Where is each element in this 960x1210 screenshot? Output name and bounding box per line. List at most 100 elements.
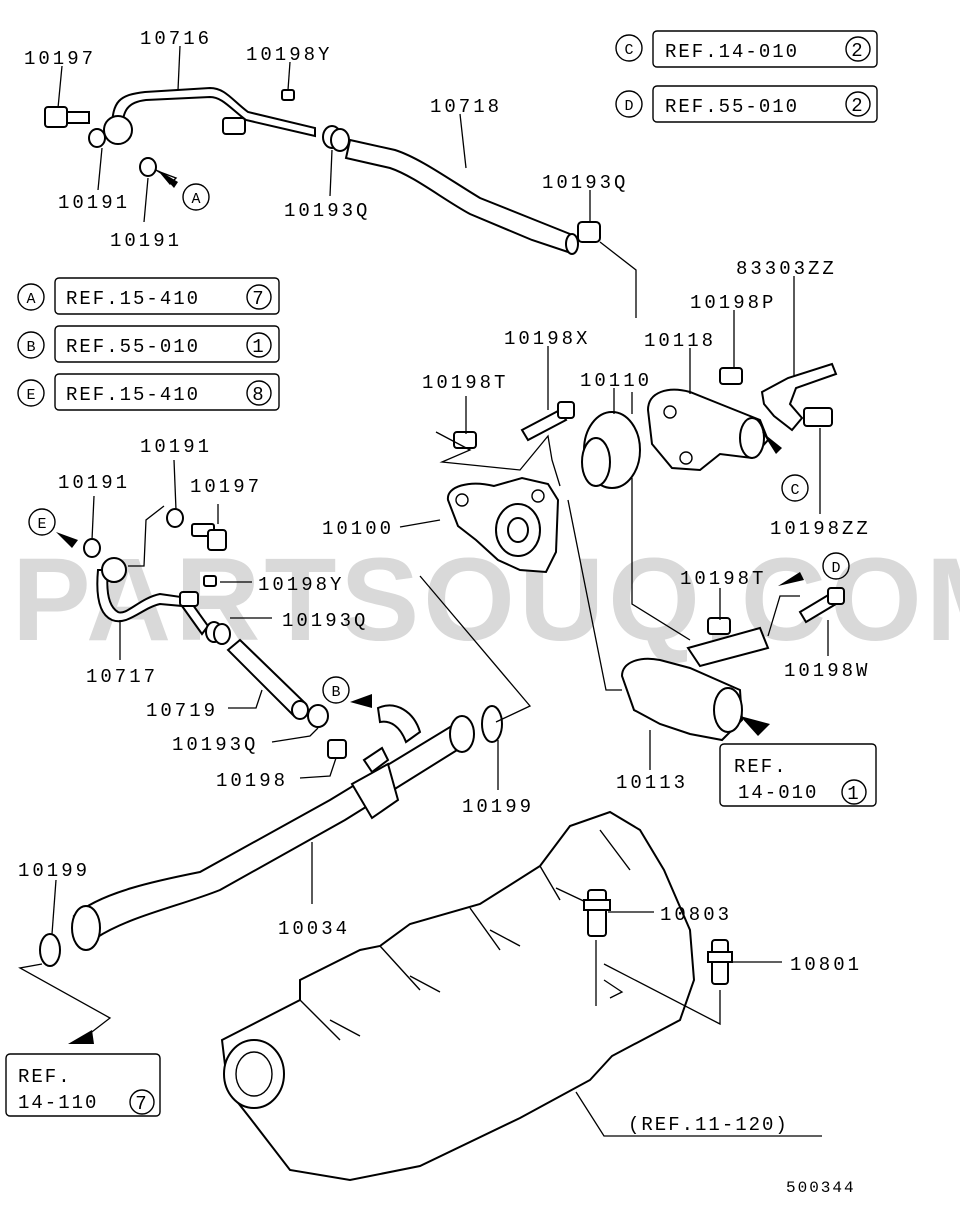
ref-c-text: REF.14-010	[665, 41, 799, 63]
clamp-10193Q-left[interactable]	[205, 621, 231, 645]
bolt-10198[interactable]	[327, 739, 347, 759]
ref-box-d[interactable]: D REF.55-010 2	[615, 85, 878, 123]
washer-10191-d[interactable]	[83, 538, 101, 558]
label-10199-mid[interactable]: 10199	[462, 796, 534, 818]
label-10110[interactable]: 10110	[580, 370, 652, 392]
bolt-10197-top[interactable]	[44, 106, 90, 128]
label-10198W[interactable]: 10198W	[784, 660, 870, 682]
label-10199-left[interactable]: 10199	[18, 860, 90, 882]
arrow-out-right	[740, 716, 770, 736]
hose-10719[interactable]	[226, 638, 309, 720]
label-10191-b[interactable]: 10191	[110, 230, 182, 252]
label-10193Q-low[interactable]: 10193Q	[172, 734, 258, 756]
ref-b-letter: B	[26, 339, 35, 356]
ring-10199-left[interactable]	[39, 933, 61, 967]
label-10191-d[interactable]: 10191	[58, 472, 130, 494]
ref-box-e[interactable]: E REF.15-410 8	[17, 373, 280, 411]
clamp-10193Q-low[interactable]	[307, 704, 329, 728]
bolt-10198P[interactable]	[719, 367, 743, 385]
thermostat-10110[interactable]	[581, 411, 641, 489]
label-10198P[interactable]: 10198P	[690, 292, 776, 314]
washer-10191-a[interactable]	[88, 128, 106, 148]
bolt-10198T-top[interactable]	[453, 431, 477, 449]
label-10198[interactable]: 10198	[216, 770, 288, 792]
bolt-10198ZZ[interactable]	[803, 407, 833, 427]
arrow-marker-b[interactable]: B	[322, 676, 372, 708]
label-10118[interactable]: 10118	[644, 330, 716, 352]
washer-10191-b[interactable]	[139, 157, 157, 177]
label-10198ZZ[interactable]: 10198ZZ	[770, 518, 871, 540]
label-10718[interactable]: 10718	[430, 96, 502, 118]
bolt-10198W[interactable]	[798, 587, 845, 624]
ring-10199-mid[interactable]	[481, 705, 503, 743]
hose-10718[interactable]	[344, 138, 579, 255]
label-83303ZZ[interactable]: 83303ZZ	[736, 258, 837, 280]
ref-c-letter: C	[624, 42, 633, 59]
ref-box-out-left[interactable]: REF. 14-110 7	[5, 1053, 161, 1117]
label-10198Y-mid[interactable]: 10198Y	[258, 574, 344, 596]
label-10197-mid[interactable]: 10197	[190, 476, 262, 498]
ref-out2-line1: REF.	[18, 1066, 72, 1088]
pipe-10034[interactable]	[71, 704, 475, 951]
label-10193Q-top[interactable]: 10193Q	[284, 200, 370, 222]
bolt-10198Y-mid[interactable]	[203, 575, 217, 587]
arrow-marker-e[interactable]: E	[28, 508, 78, 548]
ref-box-c[interactable]: C REF.14-010 2	[615, 30, 878, 68]
label-10034[interactable]: 10034	[278, 918, 350, 940]
bolt-10197-mid[interactable]	[191, 523, 227, 551]
label-10719[interactable]: 10719	[146, 700, 218, 722]
washer-10191-c[interactable]	[166, 508, 184, 528]
ref-box-out-right[interactable]: REF. 14-010 1	[719, 743, 877, 807]
ref-out1-line2: 14-010	[738, 782, 818, 804]
label-10803[interactable]: 10803	[660, 904, 732, 926]
ref-d-letter: D	[624, 98, 633, 115]
label-10100[interactable]: 10100	[322, 518, 394, 540]
label-10193Q-mid[interactable]: 10193Q	[542, 172, 628, 194]
label-10801[interactable]: 10801	[790, 954, 862, 976]
label-10198T-top[interactable]: 10198T	[422, 372, 508, 394]
marker-c-letter: C	[790, 482, 799, 499]
ref-out1-num: 1	[847, 783, 860, 805]
label-10198X[interactable]: 10198X	[504, 328, 590, 350]
ref-box-b[interactable]: B REF.55-010 1	[17, 325, 280, 363]
bolt-10198T-mid[interactable]	[707, 617, 731, 635]
bolt-10198Y-top[interactable]	[281, 89, 295, 101]
clamp-10193Q-top[interactable]	[322, 125, 350, 152]
intake-manifold[interactable]	[220, 810, 696, 1182]
ref-b-num: 1	[252, 336, 265, 358]
arrow-marker-a[interactable]: A	[155, 169, 210, 211]
label-10198Y-top[interactable]: 10198Y	[246, 44, 332, 66]
label-10716[interactable]: 10716	[140, 28, 212, 50]
ref-a-letter: A	[26, 291, 35, 308]
pipe-10716[interactable]	[102, 86, 316, 145]
ref-out2-num: 7	[135, 1093, 148, 1115]
bracket-83303ZZ[interactable]	[760, 362, 838, 432]
ref-box-a[interactable]: A REF.15-410 7	[17, 277, 280, 315]
housing-10113[interactable]	[620, 626, 770, 742]
ref-manifold[interactable]: (REF.11-120)	[628, 1114, 789, 1136]
sensor-10801[interactable]	[707, 939, 733, 985]
clamp-10193Q-right[interactable]	[577, 221, 601, 243]
label-10193Q-left[interactable]: 10193Q	[282, 610, 368, 632]
marker-b-letter: B	[331, 684, 340, 701]
label-10717[interactable]: 10717	[86, 666, 158, 688]
ref-a-text: REF.15-410	[66, 288, 200, 310]
label-10113[interactable]: 10113	[616, 772, 688, 794]
pipe-10717[interactable]	[96, 557, 210, 636]
ref-e-letter: E	[26, 387, 35, 404]
sensor-10803[interactable]	[583, 889, 611, 937]
ref-b-text: REF.55-010	[66, 336, 200, 358]
label-10191-a[interactable]: 10191	[58, 192, 130, 214]
pump-10100[interactable]	[446, 476, 560, 574]
label-10197-top[interactable]: 10197	[24, 48, 96, 70]
label-10198T-mid[interactable]: 10198T	[680, 568, 766, 590]
marker-d-letter: D	[831, 560, 840, 577]
diagram-id: 500344	[786, 1179, 856, 1197]
ref-a-num: 7	[252, 288, 265, 310]
arrow-marker-d[interactable]: D	[778, 552, 850, 586]
bolt-10198X[interactable]	[520, 401, 575, 442]
label-10191-c[interactable]: 10191	[140, 436, 212, 458]
housing-10118[interactable]	[646, 388, 770, 472]
arrow-marker-c[interactable]: C	[762, 432, 809, 502]
